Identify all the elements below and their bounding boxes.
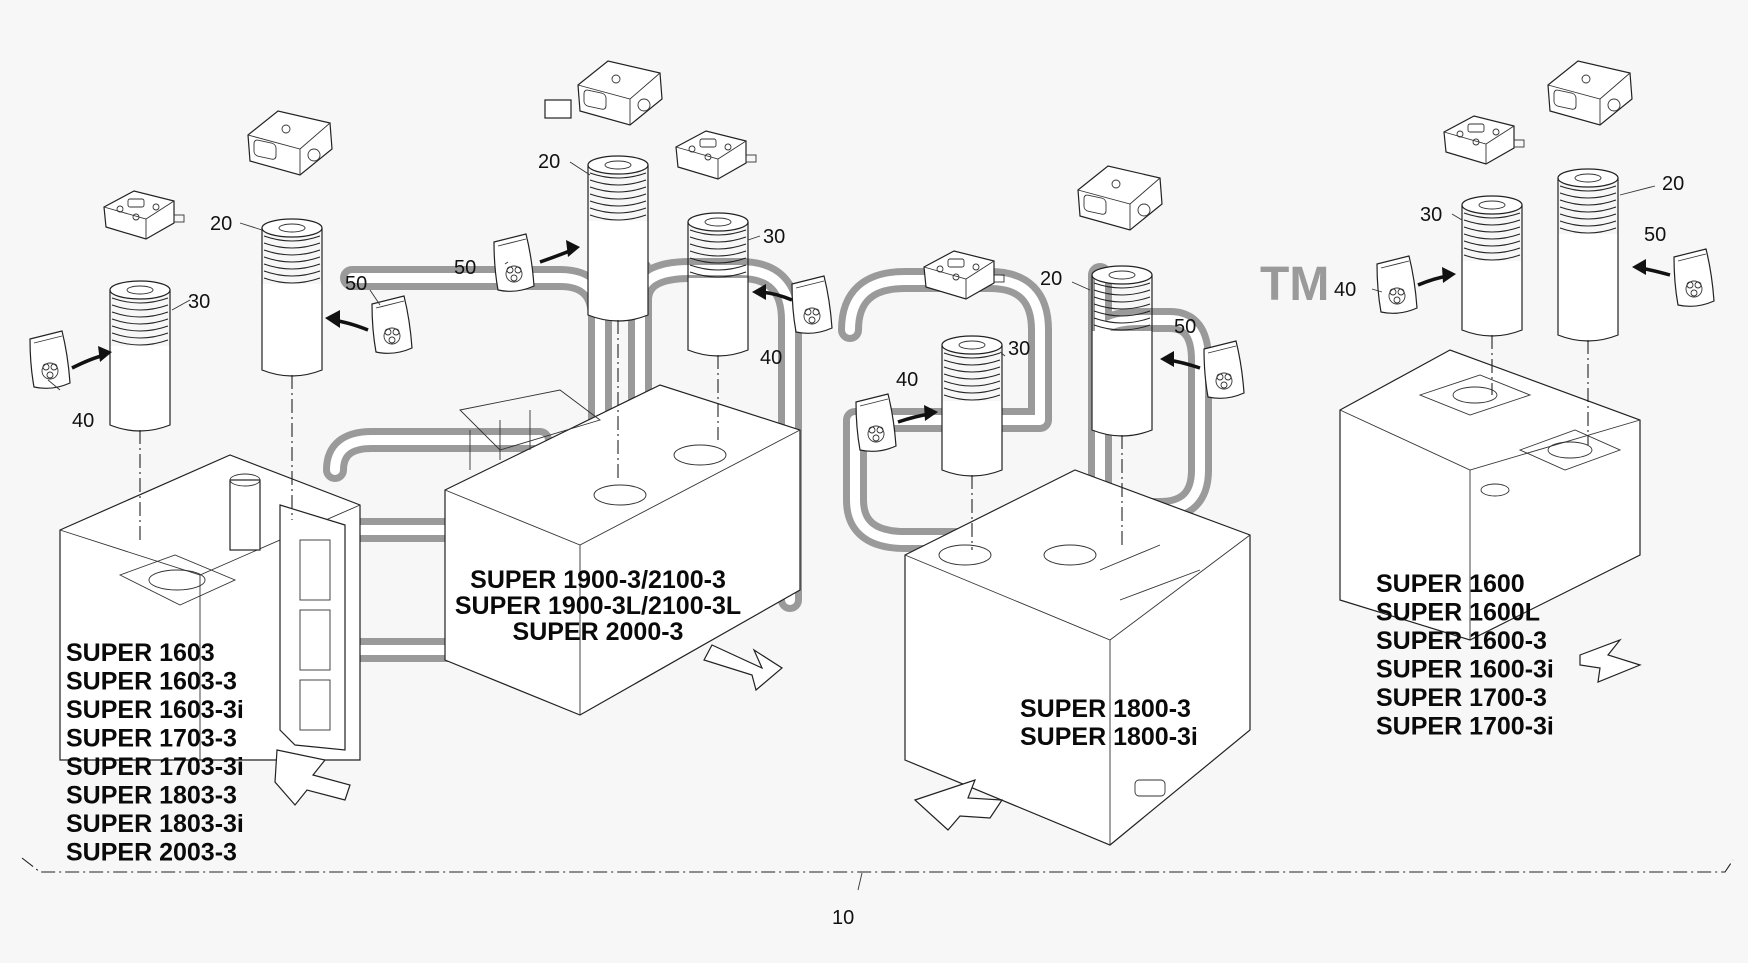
model-name: SUPER 1803-3i [66, 810, 244, 838]
callout-30: 30 [188, 291, 210, 313]
model-name: SUPER 1900-3L/2100-3L [455, 592, 741, 620]
seal-kit-50-center-left [493, 233, 580, 292]
filter-element-30-right [1461, 195, 1523, 337]
callout-30: 30 [763, 226, 785, 248]
tank-left [59, 454, 361, 806]
tank-right [1339, 349, 1642, 683]
callout-40: 40 [760, 347, 782, 369]
model-name: SUPER 1803-3 [66, 782, 237, 810]
callout-50: 50 [1644, 224, 1666, 246]
callout-40: 40 [896, 369, 918, 391]
filter-element-20-left [261, 218, 323, 377]
model-name: SUPER 1603-3i [66, 696, 244, 724]
model-name: SUPER 1703-3 [66, 725, 237, 753]
callout-20: 20 [210, 213, 232, 235]
seal-kit-40-left [29, 330, 112, 389]
callout-30: 30 [1420, 204, 1442, 226]
callout-10: 10 [832, 907, 854, 929]
model-name: SUPER 1600 [1376, 570, 1525, 598]
callout-50: 50 [454, 257, 476, 279]
callout-30: 30 [1008, 338, 1030, 360]
model-name: SUPER 2000-3 [513, 618, 684, 646]
model-name: SUPER 1700-3i [1376, 713, 1554, 741]
seal-kit-40-center-right [855, 393, 938, 452]
assembly-bracket-10: 10 [21, 857, 1734, 929]
seal-kit-50-right [1632, 248, 1715, 307]
model-name: SUPER 1603-3 [66, 668, 237, 696]
model-name: SUPER 1600-3i [1376, 656, 1554, 684]
callout-50: 50 [345, 273, 367, 295]
callout-20: 20 [1040, 268, 1062, 290]
model-name: SUPER 1700-3 [1376, 684, 1547, 712]
filter-element-30-left [109, 280, 171, 432]
model-name: SUPER 1703-3i [66, 753, 244, 781]
seal-kit-50-center-right [1160, 340, 1245, 399]
seal-kit-40-right [1376, 255, 1456, 314]
model-name: SUPER 2003-3 [66, 839, 237, 867]
seal-kit-50-left [325, 295, 413, 354]
filter-element-20-center-left [587, 155, 649, 322]
callout-40: 40 [1334, 279, 1356, 301]
model-name: SUPER 1600-3 [1376, 627, 1547, 655]
callout-20: 20 [1662, 173, 1684, 195]
filter-element-30-center-left [687, 212, 749, 357]
leader-lines [47, 161, 1656, 391]
callout-20: 20 [538, 151, 560, 173]
model-name: SUPER 1800-3i [1020, 723, 1198, 751]
callout-50: 50 [1174, 316, 1196, 338]
trademark-mark: TM [1260, 258, 1329, 311]
model-name: SUPER 1800-3 [1020, 695, 1191, 723]
model-name: SUPER 1900-3/2100-3 [470, 566, 726, 594]
filter-element-20-right [1557, 168, 1619, 342]
model-name: SUPER 1603 [66, 639, 215, 667]
callout-40: 40 [72, 410, 94, 432]
tank-center-left [444, 384, 801, 716]
tank-center-right [904, 469, 1251, 846]
filter-element-30-center-right [941, 335, 1003, 477]
model-name: SUPER 1600L [1376, 599, 1540, 627]
seal-kit-40-center-left [752, 275, 833, 334]
